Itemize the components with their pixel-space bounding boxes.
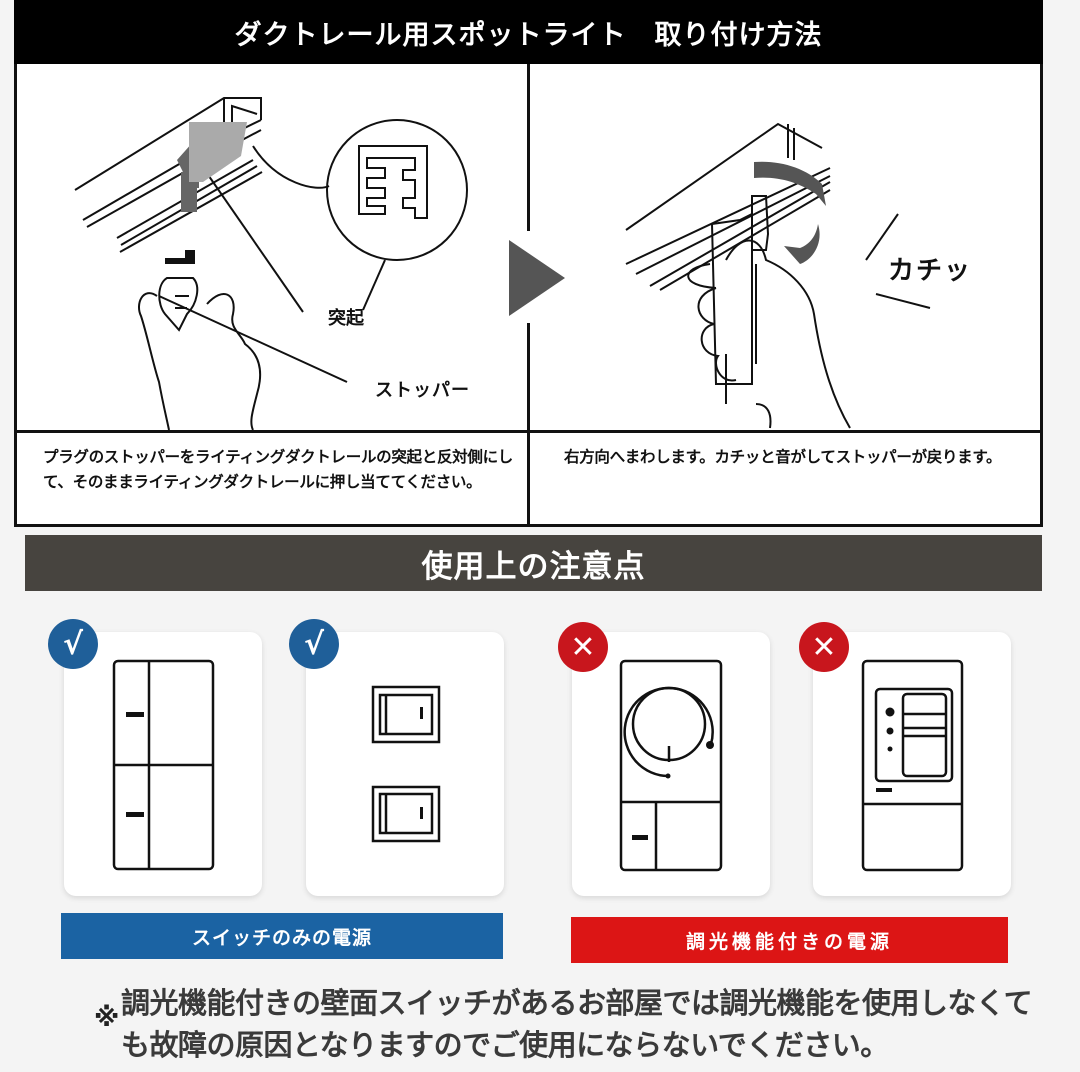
rail-rotation-illustration [625,122,931,429]
installation-title: ダクトレール用スポットライト 取り付け方法 [14,0,1043,64]
rail-insertion-illustration [74,97,468,430]
step-1-description: プラグのストッパーをライティングダクトレールの突起と反対側にして、そのままライテ… [17,430,527,524]
two-rocker-switch-icon [371,685,441,843]
ok-card-wide-switch [64,632,262,896]
step-2-illustration: カチッ [530,64,1040,430]
stopper-callout: ストッパー [375,380,470,401]
ok-group-label: スイッチのみの電源 [61,913,503,959]
slide-dimmer-switch-icon [861,659,964,872]
step-2: カチッ 右方向へまわします。カチッと音がしてストッパーが戻ります。 [527,64,1040,524]
caution-title: 使用上の注意点 [25,535,1042,591]
click-sound-label: カチッ [888,256,973,286]
ng-card-slide-dimmer [813,632,1011,896]
protrusion-callout: 突起 [328,308,364,329]
caution-note: 調光機能付きの壁面スイッチがあるお部屋では調光機能を使用しなくても故障の原因とな… [121,986,1033,1062]
rotary-dimmer-switch-icon [619,659,723,872]
check-icon: √ [289,619,339,669]
ok-card-rocker-switch [306,632,504,896]
check-icon: √ [48,619,98,669]
step-1: 突起 ストッパー プラグのストッパーをライティングダクトレールの突起と反対側にし… [17,64,527,524]
installation-panel: ダクトレール用スポットライト 取り付け方法 [14,0,1043,527]
ng-card-rotary-dimmer [572,632,770,896]
ng-group-label: 調光機能付きの電源 [571,917,1008,963]
reference-mark: ※ [94,1003,120,1033]
step-1-illustration: 突起 ストッパー [17,64,527,430]
cross-icon: ✕ [799,622,849,672]
two-gang-wide-switch-icon [112,659,215,871]
play-triangle-icon [509,240,565,316]
step-2-description: 右方向へまわします。カチッと音がしてストッパーが戻ります。 [530,430,1040,524]
cross-icon: ✕ [558,622,608,672]
